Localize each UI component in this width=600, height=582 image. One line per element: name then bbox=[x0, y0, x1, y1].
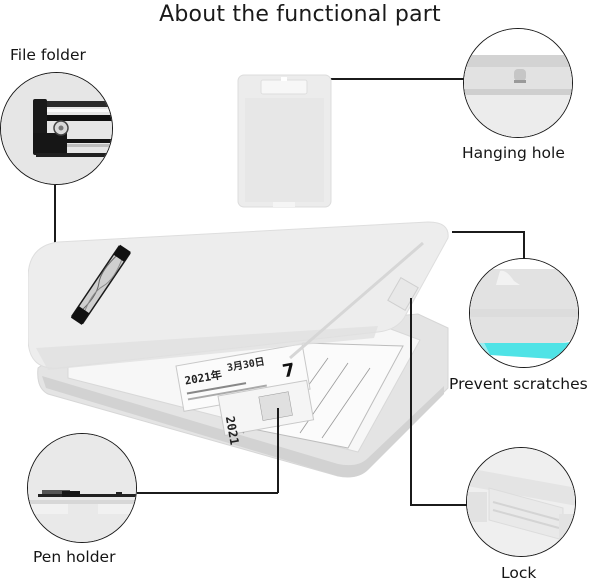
rounded-edge-closeup-icon bbox=[469, 258, 579, 368]
hanging-hole-closeup-icon bbox=[463, 28, 573, 138]
clip-closeup-icon bbox=[0, 72, 113, 185]
connector-prevent-scratches-horizontal bbox=[452, 231, 524, 233]
page-title: About the functional part bbox=[159, 2, 441, 27]
connector-pen-holder-horizontal bbox=[137, 492, 278, 494]
connector-lock-horizontal bbox=[410, 504, 468, 506]
label-file-folder: File folder bbox=[10, 46, 86, 64]
connector-pen-holder-vertical bbox=[277, 408, 279, 493]
clipboard-product-image: 2021年 3月30日 7 2021 bbox=[28, 218, 460, 480]
clipboard-back-view bbox=[237, 74, 332, 208]
label-prevent-scratches: Prevent scratches bbox=[449, 375, 588, 393]
label-lock: Lock bbox=[501, 564, 537, 582]
ticket-side: 2021 bbox=[223, 415, 242, 446]
label-hanging-hole: Hanging hole bbox=[462, 144, 565, 162]
connector-file-folder-vertical bbox=[54, 185, 56, 287]
label-pen-holder: Pen holder bbox=[33, 548, 116, 566]
ticket-year: 2021年 bbox=[183, 367, 222, 387]
pen-holder-closeup-icon bbox=[27, 433, 137, 543]
lock-latch-closeup-icon bbox=[466, 447, 576, 557]
connector-prevent-scratches-vertical bbox=[523, 231, 525, 259]
ticket-number: 7 bbox=[281, 360, 297, 383]
connector-hanging-hole bbox=[287, 78, 464, 80]
connector-lock-vertical bbox=[410, 298, 412, 504]
